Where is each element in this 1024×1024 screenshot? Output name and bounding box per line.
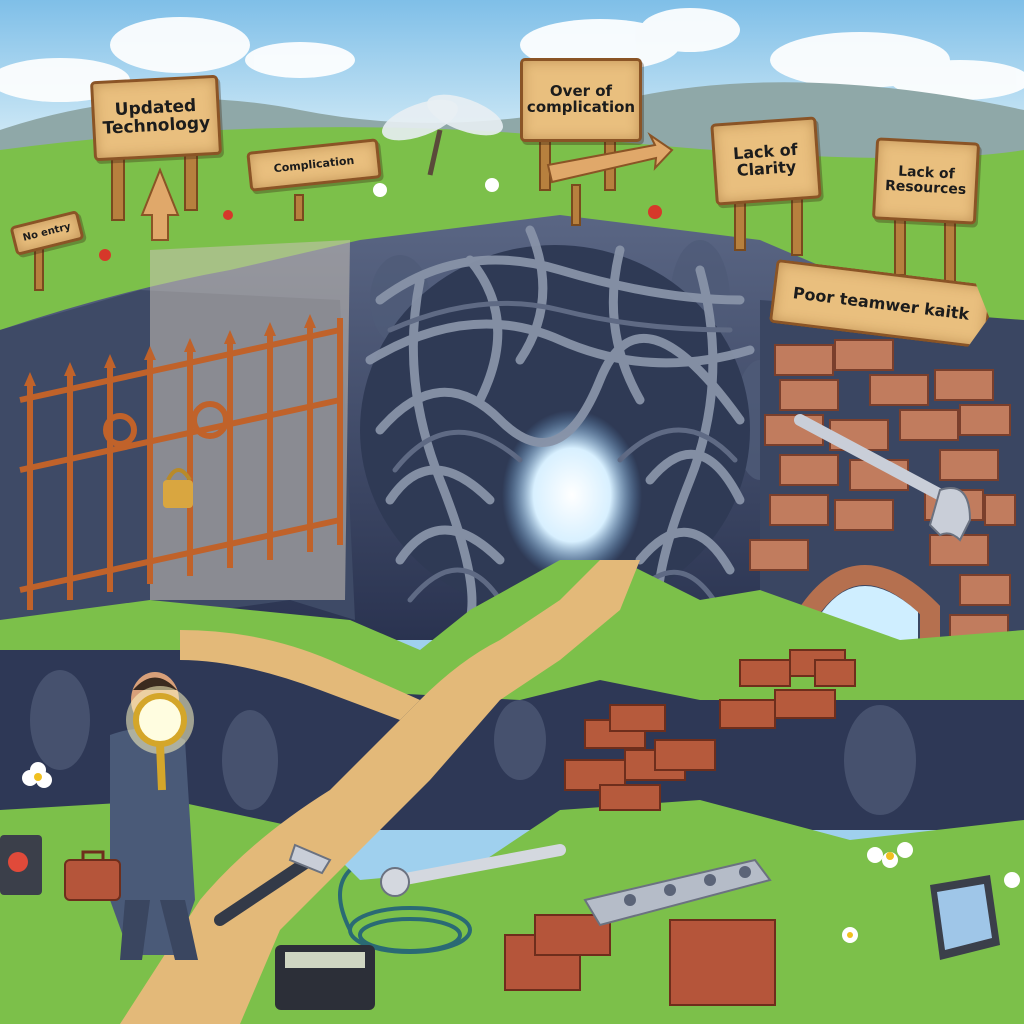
wrench-icon [794,414,972,542]
cable-icon [338,868,472,954]
red-flowers [99,205,662,261]
flower-centers [34,773,894,938]
lower-rock-texture [30,670,916,815]
sign-lack-of-clarity-label: Lack of Clarity [732,139,799,181]
brick-arch [800,565,940,650]
gate-spikes [24,314,316,386]
wrench-foreground-icon [380,844,566,897]
brick-foreground [504,914,776,1006]
gate-icon [19,318,343,610]
sign-lack-of-resources: Lack of Resources [871,137,981,225]
steel-beam-icon [583,858,772,927]
hammer-icon [214,843,332,926]
sign-over-of-complication-label: Over of complication [526,82,636,116]
sign-complication-label: Complication [273,154,355,176]
tangled-wire-tunnel-icon [360,225,755,625]
arrow-icon [140,132,674,241]
brick-pile-right [719,649,856,729]
sign-updated-technology-label: Updated Technology [102,96,211,139]
brick-pile-middle [564,704,716,811]
calculator-icon [275,945,375,1010]
briefcase-icon [64,850,121,901]
sign-lack-of-resources-label: Lack of Resources [884,163,967,199]
sign-no-entry-label: No entry [21,221,72,244]
sign-updated-technology: Updated Technology [89,74,223,162]
sign-lack-of-clarity: Lack of Clarity [710,116,822,206]
tablet-icon [0,835,42,895]
path-branch [180,630,420,720]
laptop-icon [930,875,1000,960]
flower-icon [22,178,1020,943]
sign-over-of-complication: Over of complication [520,58,642,142]
magnifying-glass-icon [126,686,194,791]
dirt-path [120,560,640,1024]
dragonfly-icon [382,94,503,176]
sign-poor-teamwork-label: Poor teamwer kaitk [791,282,971,324]
padlock-icon [163,468,193,508]
